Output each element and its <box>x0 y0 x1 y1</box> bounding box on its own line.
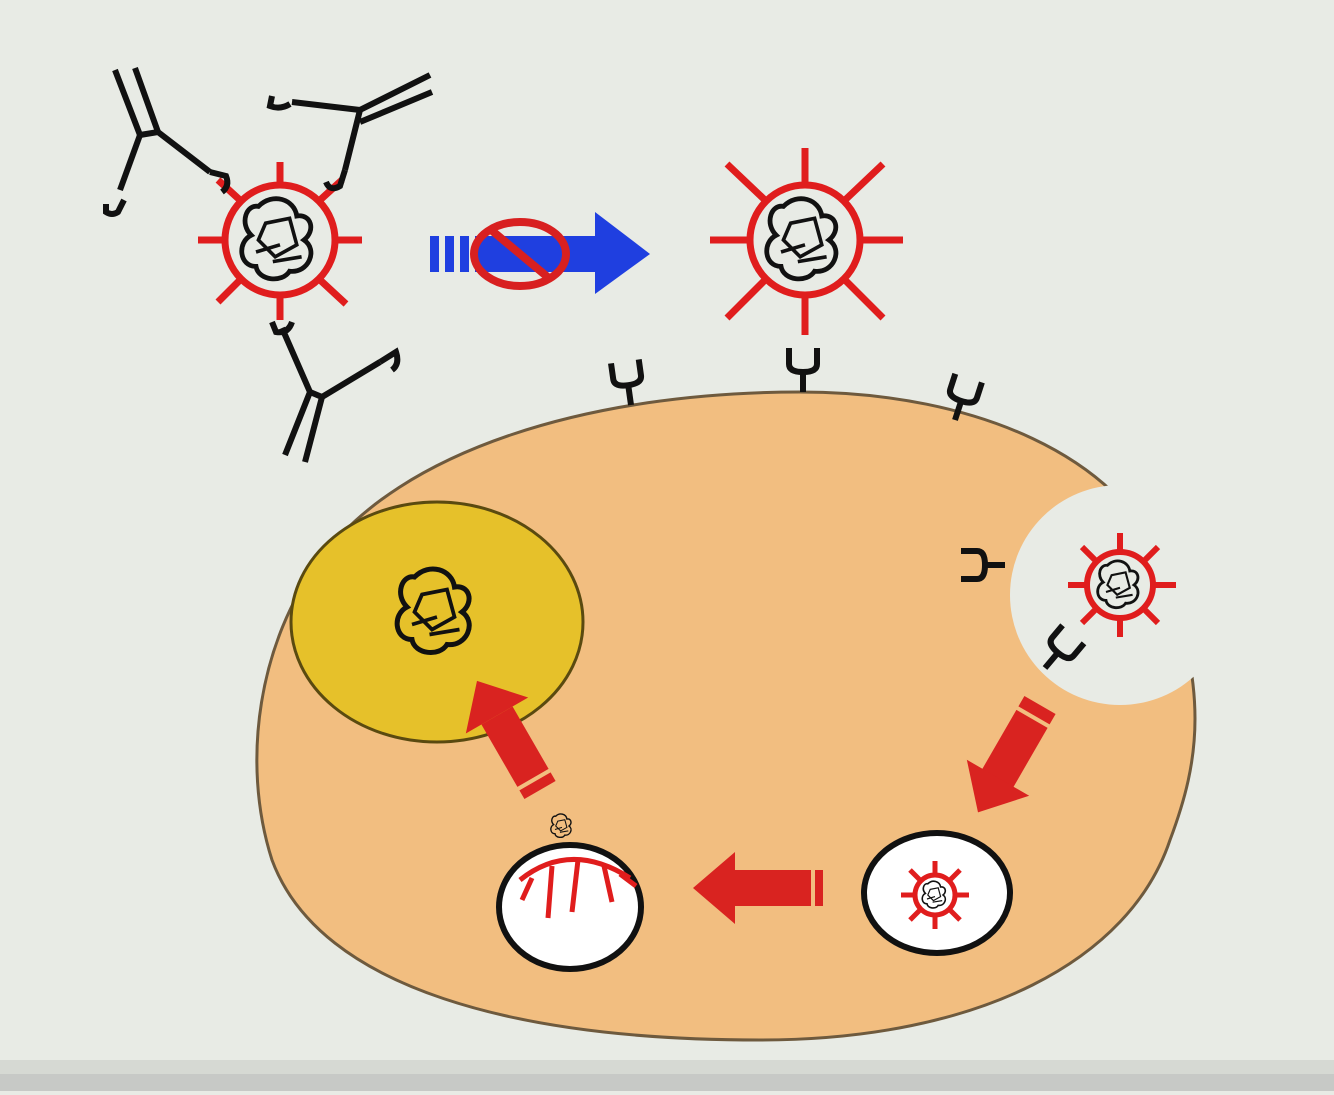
blocked-entry-arrow <box>430 212 650 294</box>
antibody-icon <box>103 66 434 463</box>
uncoating-vesicle <box>496 813 644 972</box>
screen-edge <box>0 1074 1334 1091</box>
prohibition-icon <box>470 218 570 290</box>
docking-virus <box>1068 533 1176 637</box>
endosome-with-virus <box>861 830 1013 956</box>
nucleus <box>289 500 585 744</box>
arrow-icon <box>465 680 1056 924</box>
free-virus <box>710 148 903 335</box>
entry-pocket <box>1010 485 1230 705</box>
